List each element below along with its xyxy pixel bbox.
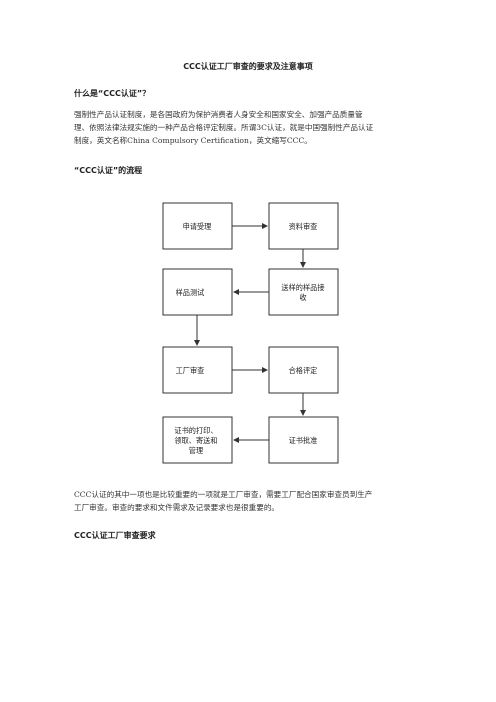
flow-box-certificate-approval (268, 416, 339, 464)
paragraph-line: 理、依照法律法规实施的一种产品合格评定制度。所谓3C认证，就是中国强制性产品认证 (74, 123, 374, 132)
flow-label: 合格评定 (289, 366, 318, 375)
flow-label: 证书的打印、 (174, 426, 217, 435)
flow-box-application (162, 202, 233, 250)
paragraph-definition: 强制性产品认证制度，是各国政府为保护消费者人身安全和国家安全、加强产品质量管 理… (74, 108, 434, 147)
flow-label: 领取、寄送和 (174, 436, 217, 445)
flow-label: 收 (299, 293, 306, 302)
section-heading-what-is-ccc: 什么是“CCC认证”？ (74, 89, 151, 98)
flow-box-document-review (268, 202, 339, 250)
flow-box-certificate-management (162, 416, 233, 464)
flow-label: 工厂审查 (176, 366, 205, 375)
flow-label: 样品测试 (176, 288, 205, 297)
flow-label: 证书批准 (289, 436, 318, 445)
flow-label: 管理 (189, 446, 203, 455)
document-title: CCC认证工厂审查的要求及注意事项 (183, 62, 313, 71)
flow-label: 送样的样品接 (281, 283, 324, 292)
flow-box-conformity-assessment (268, 346, 339, 394)
flow-label: 申请受理 (183, 222, 212, 231)
paragraph-line: 强制性产品认证制度，是各国政府为保护消费者人身安全和国家安全、加强产品质量管 (74, 110, 363, 119)
paragraph-line: 工厂审查。审查的要求和文件需求及记录要求也是很重要的。 (74, 503, 280, 512)
flow-box-sample-testing (162, 268, 233, 316)
flow-box-sample-receipt (268, 268, 339, 316)
paragraph-line: CCC认证的其中一项也是比较重要的一项就是工厂审查，需要工厂配合国家审查员到生产 (74, 490, 373, 499)
flow-box-factory-inspection (162, 346, 233, 394)
section-heading-inspection-requirements: CCC认证工厂审查要求 (74, 531, 156, 540)
flow-label: 资料审查 (289, 222, 318, 231)
paragraph-factory-inspection: CCC认证的其中一项也是比较重要的一项就是工厂审查，需要工厂配合国家审查员到生产… (74, 488, 434, 514)
paragraph-line: 制度，英文名称China Compulsory Certification，英文… (74, 136, 312, 145)
section-heading-process: “CCC认证”的流程 (74, 166, 143, 175)
